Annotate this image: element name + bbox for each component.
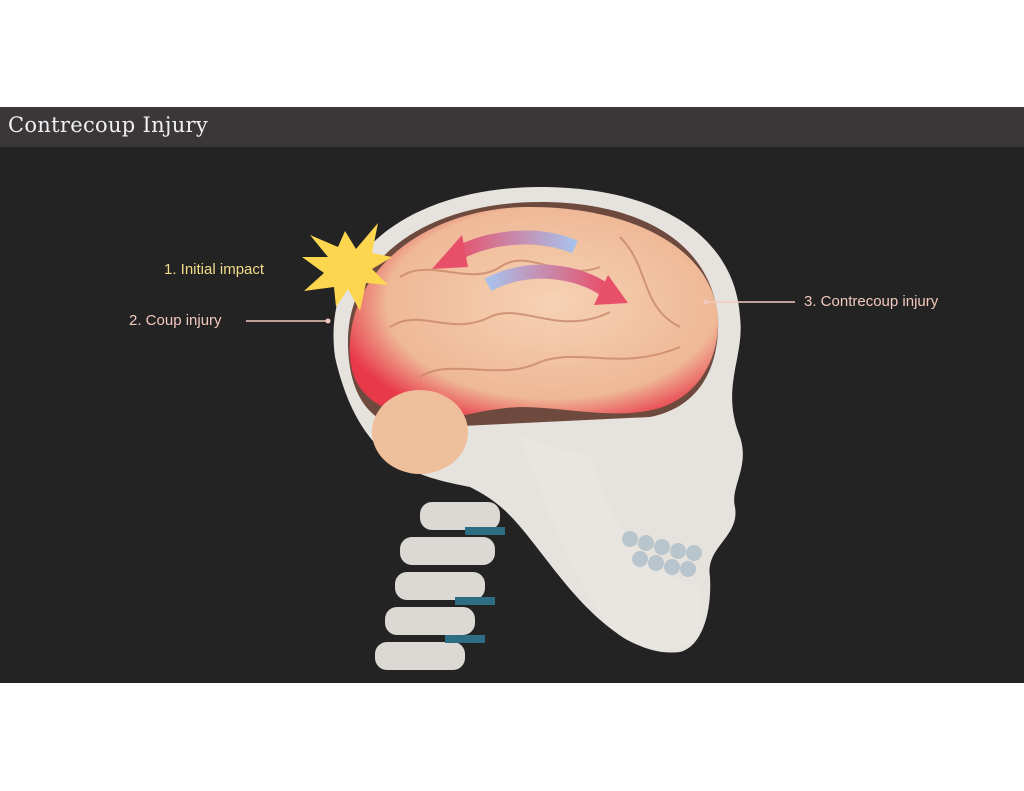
arrow-forward-icon bbox=[484, 264, 610, 296]
mandible bbox=[520, 437, 700, 650]
contrecoup-injury-label: 3. Contrecoup injury bbox=[804, 293, 939, 310]
impact-star-icon bbox=[302, 223, 392, 311]
teeth bbox=[622, 531, 702, 577]
skull-brain-illustration bbox=[246, 187, 795, 670]
coup-injury-label: 2. Coup injury bbox=[129, 312, 222, 329]
cervical-spine bbox=[375, 502, 505, 670]
title-bar: Contrecoup Injury bbox=[0, 107, 1024, 147]
slide-title: Contrecoup Injury bbox=[8, 113, 209, 137]
arrow-backward-icon bbox=[451, 230, 578, 262]
brain-cerebellum bbox=[372, 390, 468, 474]
initial-impact-label: 1. Initial impact bbox=[164, 261, 265, 278]
slide: Contrecoup Injury 1. Initial impact 2. C… bbox=[0, 107, 1024, 683]
